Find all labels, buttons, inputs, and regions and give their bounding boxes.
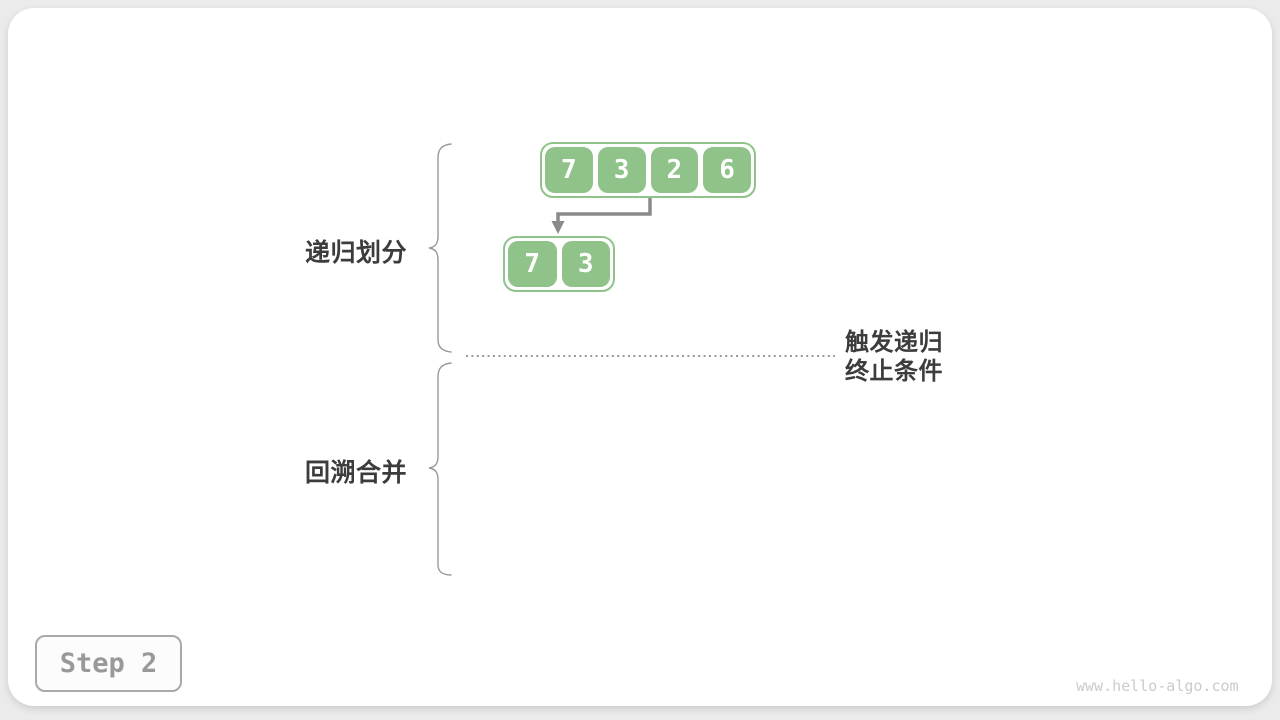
array-cell: 7 bbox=[545, 147, 593, 193]
watermark: www.hello-algo.com bbox=[1076, 677, 1239, 695]
recursion-termination-note: 触发递归 终止条件 bbox=[845, 328, 943, 386]
array-cell: 7 bbox=[508, 241, 557, 287]
array-cell: 3 bbox=[597, 147, 646, 193]
array-cell: 6 bbox=[703, 147, 751, 193]
recursion-termination-note-line1: 触发递归 bbox=[845, 329, 943, 356]
phase-label-divide: 递归划分 bbox=[304, 239, 407, 267]
step-badge: Step 2 bbox=[35, 635, 182, 692]
page-background bbox=[8, 8, 1272, 706]
phase-label-merge: 回溯合并 bbox=[304, 459, 407, 487]
array-cell: 2 bbox=[650, 147, 699, 193]
array-cell: 3 bbox=[561, 241, 610, 287]
recursion-termination-note-line2: 终止条件 bbox=[845, 358, 943, 385]
